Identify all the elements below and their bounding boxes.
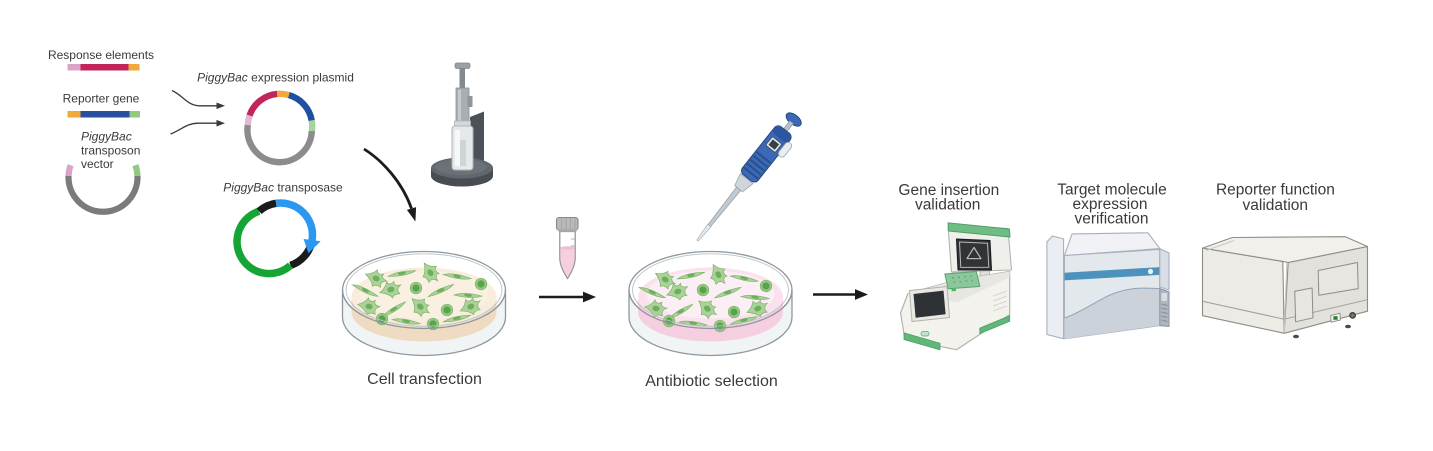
- svg-text:PiggyBac expression plasmid: PiggyBac expression plasmid: [197, 71, 354, 85]
- svg-text:vector: vector: [81, 157, 114, 171]
- svg-text:validation: validation: [1243, 197, 1309, 214]
- svg-text:Reporter gene: Reporter gene: [63, 92, 140, 106]
- svg-text:Reporter function: Reporter function: [1216, 181, 1335, 198]
- svg-text:transposon: transposon: [81, 143, 140, 157]
- svg-text:Target molecule: Target molecule: [1057, 181, 1166, 198]
- svg-text:validation: validation: [915, 197, 981, 214]
- svg-text:PiggyBac transposase: PiggyBac transposase: [223, 181, 343, 195]
- svg-text:Cell transfection: Cell transfection: [367, 371, 482, 388]
- svg-text:expression: expression: [1073, 196, 1148, 213]
- svg-text:verification: verification: [1074, 210, 1148, 227]
- svg-text:Response elements: Response elements: [48, 48, 154, 62]
- svg-text:PiggyBac: PiggyBac: [81, 130, 132, 144]
- svg-text:Antibiotic selection: Antibiotic selection: [645, 373, 778, 390]
- svg-text:Gene insertion: Gene insertion: [898, 182, 999, 199]
